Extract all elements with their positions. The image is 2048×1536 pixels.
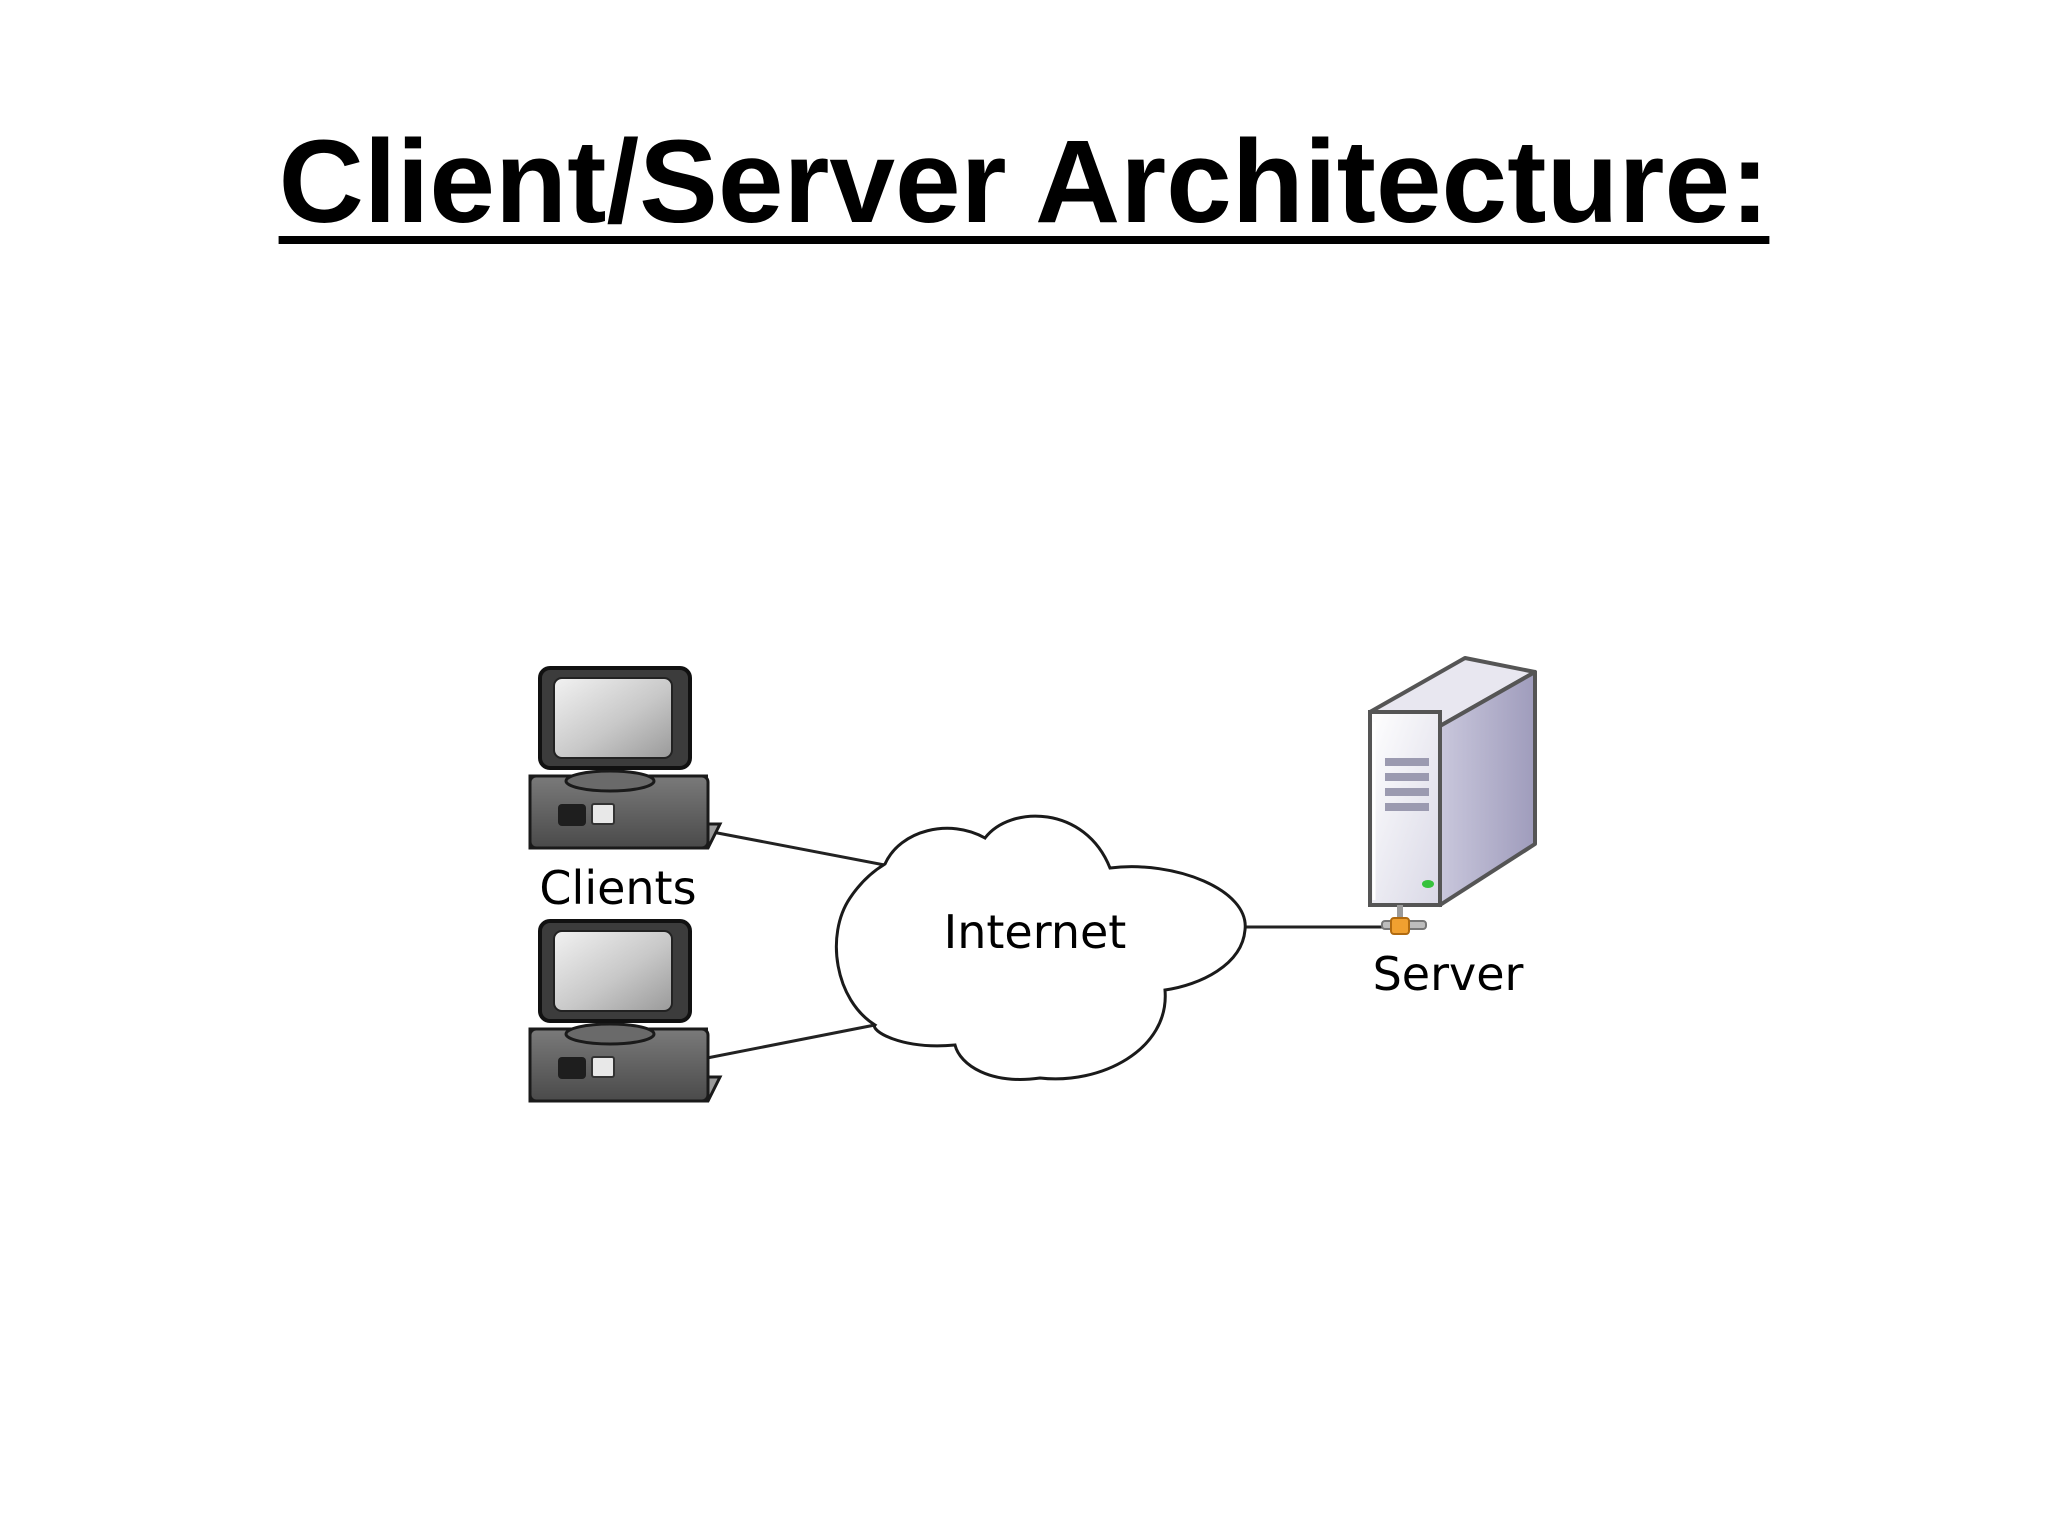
connection-lines xyxy=(706,829,1385,1060)
desktop-computer-icon xyxy=(528,666,723,850)
server-tower-icon xyxy=(1368,656,1537,935)
internet-label: Internet xyxy=(944,905,1127,959)
slide-title: Client/Server Architecture: xyxy=(0,116,2048,248)
server-label: Server xyxy=(1373,947,1524,1001)
desktop-computer-icon xyxy=(528,919,723,1103)
client1-to-internet-line xyxy=(706,829,891,868)
cloud-icon: Internet xyxy=(834,814,1247,1081)
slide-title-text: Client/Server Architecture: xyxy=(278,116,1770,248)
clients-label: Clients xyxy=(539,861,696,915)
client2-to-internet-line xyxy=(706,1022,881,1060)
